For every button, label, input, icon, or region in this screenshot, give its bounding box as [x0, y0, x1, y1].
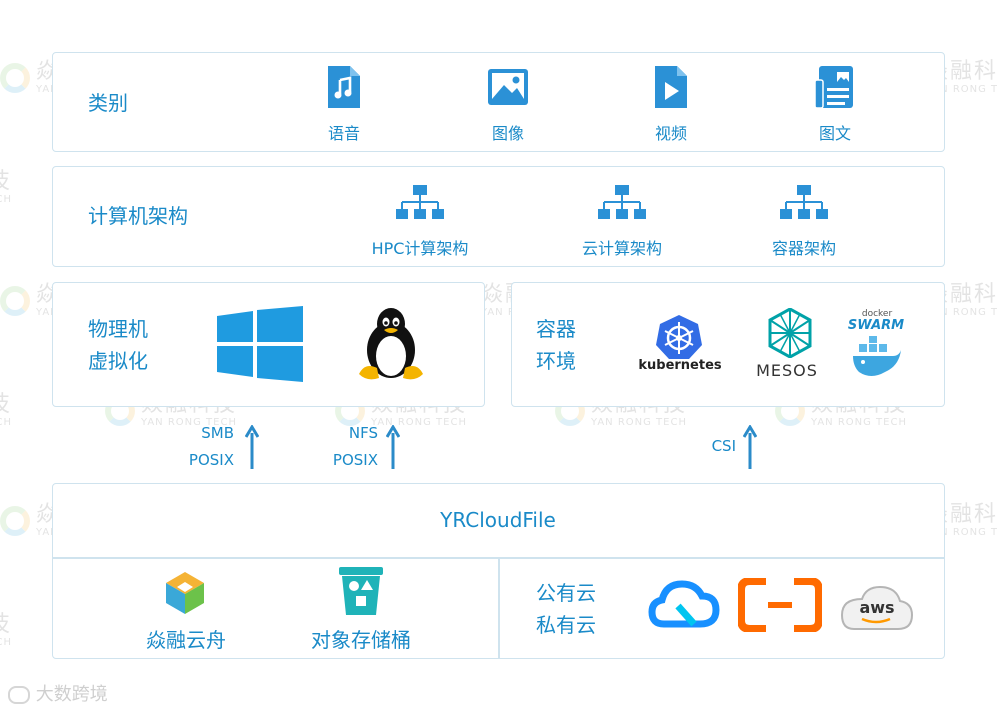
compute-item-label: 容器架构 — [771, 239, 837, 258]
category-item-label: 图像 — [491, 124, 525, 143]
yanrong-cube-logo-icon — [166, 572, 204, 614]
smb-label: SMB — [201, 424, 234, 442]
tencent-cloud-logo-icon — [648, 580, 720, 628]
compute-panel — [52, 166, 945, 267]
storage-left-item-label: 焱融云舟 — [146, 628, 226, 652]
watermark-logo-icon — [0, 62, 30, 93]
aws-cloud-logo-icon — [840, 585, 914, 630]
cloud-title-line1: 公有云 — [536, 581, 596, 605]
category-title: 类别 — [88, 91, 128, 115]
category-item-label: 图文 — [818, 124, 852, 143]
watermark-tile: 焱融科技YAN RONG TECH — [0, 393, 12, 429]
posix-label: POSIX — [332, 451, 378, 469]
kubernetes-wordmark: kubernetes — [638, 358, 722, 373]
category-item-label: 视频 — [654, 124, 688, 143]
up-arrow-icon — [743, 425, 757, 469]
video-file-icon — [655, 66, 687, 108]
storage-divider-horizontal — [53, 557, 944, 559]
compute-item-label: HPC计算架构 — [371, 239, 469, 258]
footer-watermark-text: 大数跨境 — [35, 684, 108, 705]
docker-swarm-logo-icon — [853, 336, 901, 376]
nfs-label: NFS — [348, 424, 378, 442]
watermark-logo-icon — [0, 505, 30, 536]
mesos-wordmark: MESOS — [756, 361, 818, 380]
image-icon — [488, 69, 528, 105]
watermark-en: YAN RONG TECH — [591, 417, 687, 428]
linux-tux-icon — [359, 308, 423, 380]
bucket-icon — [339, 567, 383, 615]
physical-title-line2: 虚拟化 — [88, 349, 148, 373]
watermark-tile: 焱融科技YAN RONG TECH — [0, 613, 12, 649]
container-title-line2: 环境 — [536, 349, 576, 373]
kubernetes-logo-icon — [656, 315, 702, 359]
aliyun-logo-icon — [738, 578, 822, 632]
watermark-cn: 焱融科技 — [0, 613, 12, 637]
swarm-wordmark: SWARM — [847, 318, 905, 333]
footer-watermark: 大数跨境 — [8, 680, 108, 706]
windows-logo-icon — [217, 306, 303, 382]
category-item-label: 语音 — [327, 124, 361, 143]
watermark-logo-icon — [0, 285, 30, 316]
watermark-cn: 焱融科技 — [0, 170, 12, 194]
watermark-cn: 焱融科技 — [0, 393, 12, 417]
physical-title-line1: 物理机 — [88, 317, 148, 341]
posix-label: POSIX — [188, 451, 234, 469]
csi-label: CSI — [711, 437, 736, 455]
watermark-en: YAN RONG TECH — [811, 417, 907, 428]
mesos-logo-icon — [768, 308, 812, 358]
watermark-en: YAN RONG TECH — [0, 637, 12, 648]
storage-left-item-label: 对象存储桶 — [311, 628, 411, 652]
storage-title: YRCloudFile — [440, 508, 556, 532]
footer-watermark-icon — [8, 686, 30, 704]
up-arrow-icon — [245, 425, 259, 469]
compute-title: 计算机架构 — [88, 204, 188, 228]
aws-wordmark: aws — [859, 598, 895, 617]
container-title-line1: 容器 — [536, 317, 576, 341]
docker-wordmark: docker — [861, 309, 893, 319]
hierarchy-icon — [598, 185, 646, 219]
compute-item-label: 云计算架构 — [581, 239, 663, 258]
cloud-title-line2: 私有云 — [536, 613, 596, 637]
storage-divider-vertical — [498, 558, 500, 658]
audio-file-icon — [328, 66, 360, 108]
up-arrow-icon — [386, 425, 400, 469]
watermark-en: YAN RONG TECH — [0, 417, 12, 428]
hierarchy-icon — [396, 185, 444, 219]
document-image-icon — [814, 66, 853, 109]
hierarchy-icon — [780, 185, 828, 219]
watermark-en: YAN RONG TECH — [0, 194, 12, 205]
watermark-tile: 焱融科技YAN RONG TECH — [0, 170, 12, 206]
